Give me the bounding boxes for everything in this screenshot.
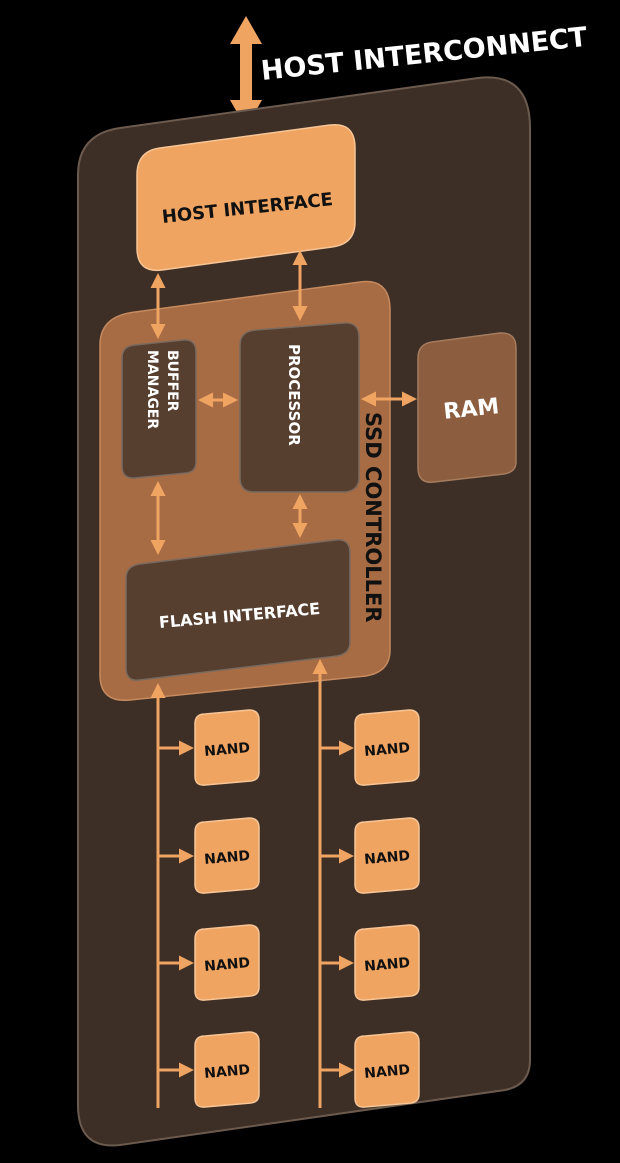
buffer-manager-label-line2: MANAGER — [144, 350, 160, 429]
nand-chip-body — [194, 709, 260, 786]
nand-label: NAND — [364, 848, 411, 868]
nand-chip-body — [194, 924, 260, 1001]
nand-chip-body — [194, 817, 260, 894]
nand-chip-body — [354, 709, 420, 786]
nand-chip: NAND — [194, 709, 260, 786]
host-interconnect-label: HOST INTERCONNECT — [259, 22, 589, 87]
nand-array: NAND NAND NAND NAND NAND NAND NAND NAND — [158, 709, 420, 1108]
nand-label: NAND — [204, 848, 251, 868]
processor-block: PROCESSOR — [239, 322, 360, 493]
flash-interface-block: FLASH INTERFACE — [125, 539, 351, 681]
nand-chip: NAND — [354, 924, 420, 1001]
processor-label: PROCESSOR — [285, 344, 303, 446]
nand-chip-body — [194, 1031, 260, 1108]
nand-chip: NAND — [194, 817, 260, 894]
nand-label: NAND — [204, 1062, 251, 1082]
nand-chip-body — [354, 1031, 420, 1108]
nand-label: NAND — [204, 740, 251, 760]
nand-chip: NAND — [354, 709, 420, 786]
host-interface-block: HOST INTERFACE — [136, 123, 356, 272]
buffer-manager-label-line1: BUFFER — [164, 350, 180, 412]
nand-label: NAND — [364, 955, 411, 975]
nand-label: NAND — [204, 955, 251, 975]
nand-label: NAND — [364, 1062, 411, 1082]
nand-chip: NAND — [194, 1031, 260, 1108]
nand-chip: NAND — [354, 1031, 420, 1108]
ssd-controller-label: SSD CONTROLLER — [361, 412, 385, 623]
nand-label: NAND — [364, 740, 411, 760]
host-interconnect-arrow — [230, 16, 262, 128]
nand-chip-body — [354, 924, 420, 1001]
nand-chip: NAND — [194, 924, 260, 1001]
ram-block: RAM — [417, 332, 517, 483]
buffer-manager-block: BUFFER MANAGER — [121, 339, 197, 479]
nand-chip-body — [354, 817, 420, 894]
ram-label: RAM — [442, 394, 500, 425]
nand-chip: NAND — [354, 817, 420, 894]
